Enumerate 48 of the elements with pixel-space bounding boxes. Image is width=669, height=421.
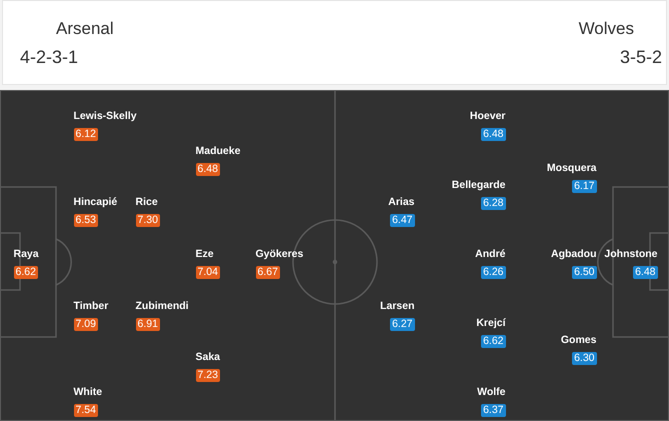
rating-badge: 7.09 (74, 318, 98, 331)
team-name: Arsenal (56, 20, 114, 36)
player-name: Arias (388, 196, 414, 209)
player-name: Agbadou (551, 248, 596, 261)
player-name: Krejcí (476, 317, 506, 330)
player-name: Raya (14, 248, 39, 261)
player-name: White (74, 386, 102, 399)
player-name: Zubimendi (136, 300, 189, 313)
rating-badge: 7.23 (196, 369, 220, 382)
rating-badge: 6.62 (14, 266, 38, 279)
formation: 4-2-3-1 (20, 48, 78, 66)
formation: 3-5-2 (620, 48, 662, 66)
rating-badge: 7.30 (136, 214, 160, 227)
rating-badge: 6.48 (633, 266, 658, 279)
rating-badge: 6.30 (572, 352, 596, 365)
player-name: Madueke (196, 145, 240, 158)
rating-badge: 6.91 (136, 318, 160, 331)
rating-badge: 6.50 (572, 266, 596, 279)
rating-badge: 6.26 (481, 266, 506, 279)
team-name: Wolves (578, 20, 634, 36)
player-name: Wolfe (477, 386, 506, 399)
player-name: Mosquera (546, 162, 596, 175)
player-name: Lewis-Skelly (74, 110, 137, 123)
player-name: Hincapié (74, 196, 118, 209)
player-name: Saka (196, 351, 220, 364)
rating-badge: 6.53 (74, 214, 98, 227)
player-name: Johnstone (604, 248, 658, 261)
player-name: André (475, 248, 506, 261)
player-name: Rice (136, 196, 158, 209)
player-name: Gyökeres (256, 248, 304, 261)
rating-badge: 6.48 (481, 128, 506, 141)
rating-badge: 6.12 (74, 128, 98, 141)
player-name: Hoever (470, 110, 506, 123)
player-name: Larsen (380, 300, 414, 313)
player-name: Bellegarde (452, 179, 506, 192)
rating-badge: 6.28 (481, 197, 506, 210)
rating-badge: 6.62 (481, 335, 506, 348)
rating-badge: 6.47 (390, 214, 414, 227)
player-name: Eze (196, 248, 214, 261)
rating-badge: 7.04 (196, 266, 220, 279)
rating-badge: 6.27 (390, 318, 414, 331)
player-name: Timber (74, 300, 108, 313)
player-name: Gomes (560, 334, 596, 347)
rating-badge: 6.67 (256, 266, 280, 279)
rating-badge: 7.54 (74, 404, 98, 417)
rating-badge: 6.17 (572, 180, 596, 193)
rating-badge: 6.37 (481, 404, 506, 417)
rating-badge: 6.48 (196, 163, 220, 176)
